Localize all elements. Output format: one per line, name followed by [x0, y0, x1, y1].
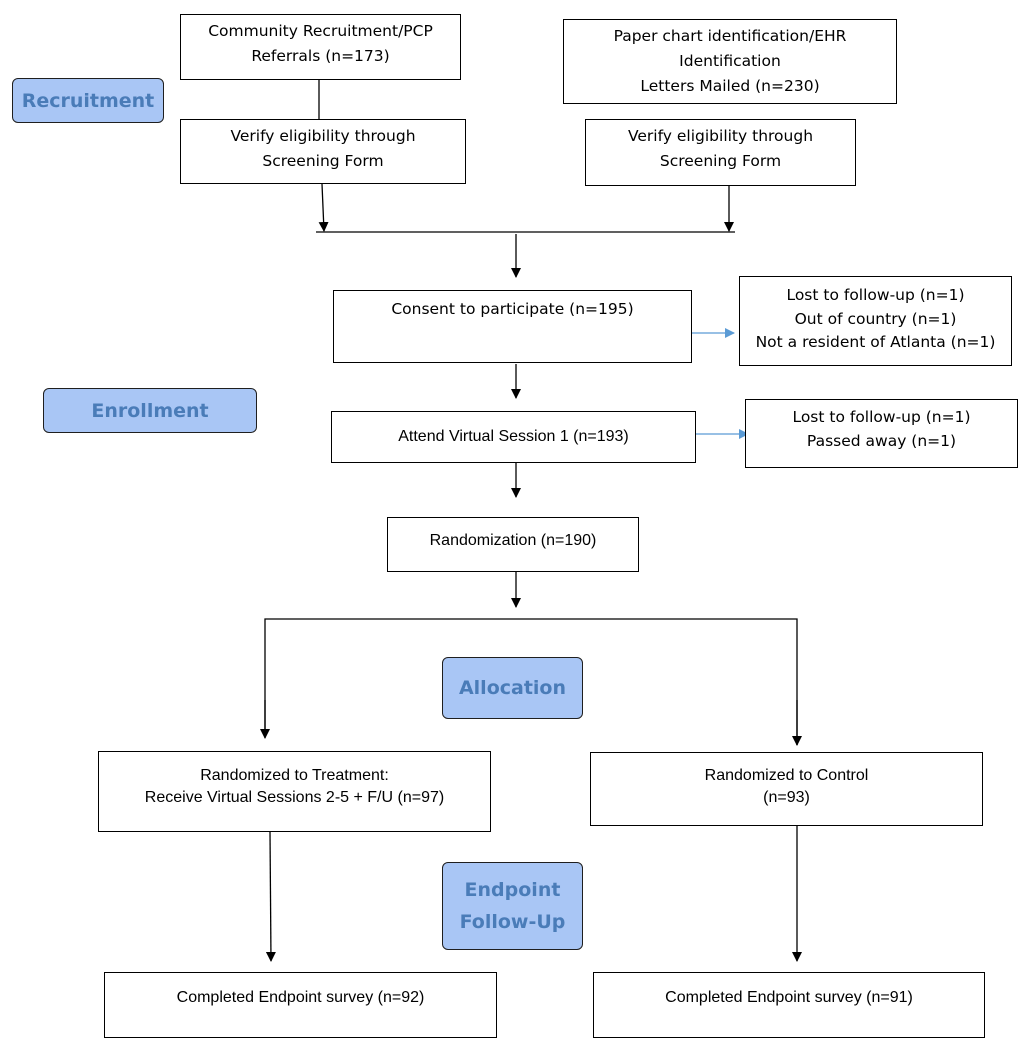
arrow-treatment-to-endpoint [265, 831, 276, 962]
lost-to-follow-up-box-1: Lost to follow-up (n=1) Out of country (… [739, 276, 1012, 366]
endpoint-survey-left-box: Completed Endpoint survey (n=92) [104, 972, 497, 1038]
phase-endpoint-label-line2: Follow-Up [459, 911, 566, 933]
community-recruitment-line1: Community Recruitment/PCP [208, 22, 433, 40]
treatment-box: Randomized to Treatment: Receive Virtual… [98, 751, 491, 832]
endpoint-left-label: Completed Endpoint survey (n=92) [176, 989, 425, 1006]
paper-chart-line3: Letters Mailed (n=230) [640, 77, 820, 95]
control-line2: (n=93) [763, 789, 810, 806]
phase-allocation-label: Allocation [458, 677, 567, 699]
phase-allocation: Allocation [442, 657, 583, 719]
verify-left-line1: Verify eligibility through [230, 127, 416, 145]
connector-verify-left-down [318, 183, 329, 232]
randomization-box: Randomization (n=190) [387, 517, 639, 572]
control-box: Randomized to Control (n=93) [590, 752, 983, 826]
lost1-line2: Out of country (n=1) [794, 309, 957, 328]
attend-session-box: Attend Virtual Session 1 (n=193) [331, 411, 696, 463]
verify-left-line2: Screening Form [262, 152, 384, 170]
verify-right-line1: Verify eligibility through [627, 127, 814, 145]
paper-chart-box: Paper chart identification/EHR Identific… [563, 19, 897, 104]
verify-eligibility-left-box: Verify eligibility through Screening For… [180, 119, 466, 184]
treatment-line1: Randomized to Treatment: [200, 767, 389, 784]
phase-enrollment-label: Enrollment [91, 399, 209, 422]
connector-split [264, 618, 798, 745]
attend-session-label: Attend Virtual Session 1 (n=193) [398, 428, 629, 445]
treatment-line2: Receive Virtual Sessions 2-5 + F/U (n=97… [144, 789, 445, 806]
lost1-line1: Lost to follow-up (n=1) [786, 286, 965, 304]
verify-right-line2: Screening Form [659, 152, 782, 170]
lost2-line2: Passed away (n=1) [806, 431, 957, 450]
control-line1: Randomized to Control [704, 767, 869, 784]
paper-chart-line1: Paper chart identification/EHR [613, 27, 847, 45]
phase-enrollment: Enrollment [43, 388, 257, 433]
phase-endpoint-follow-up: Endpoint Follow-Up [442, 862, 583, 950]
lost2-line1: Lost to follow-up (n=1) [792, 408, 971, 426]
community-recruitment-line2: Referrals (n=173) [251, 47, 390, 65]
consent-box: Consent to participate (n=195) [333, 290, 692, 363]
verify-eligibility-right-box: Verify eligibility through Screening For… [585, 119, 856, 186]
community-recruitment-box: Community Recruitment/PCP Referrals (n=1… [180, 14, 461, 80]
endpoint-right-label: Completed Endpoint survey (n=91) [665, 989, 913, 1006]
side-arrow-attend [691, 429, 749, 439]
endpoint-survey-right-box: Completed Endpoint survey (n=91) [593, 972, 985, 1038]
paper-chart-line2: Identification [679, 52, 781, 70]
phase-endpoint-label-line1: Endpoint [464, 879, 561, 901]
randomization-label: Randomization (n=190) [429, 532, 597, 549]
phase-recruitment-label: Recruitment [21, 89, 155, 112]
lost1-line3: Not a resident of Atlanta (n=1) [755, 333, 996, 351]
lost-to-follow-up-box-2: Lost to follow-up (n=1) Passed away (n=1… [745, 399, 1018, 468]
consent-label: Consent to participate (n=195) [391, 300, 634, 318]
phase-recruitment: Recruitment [12, 78, 164, 123]
